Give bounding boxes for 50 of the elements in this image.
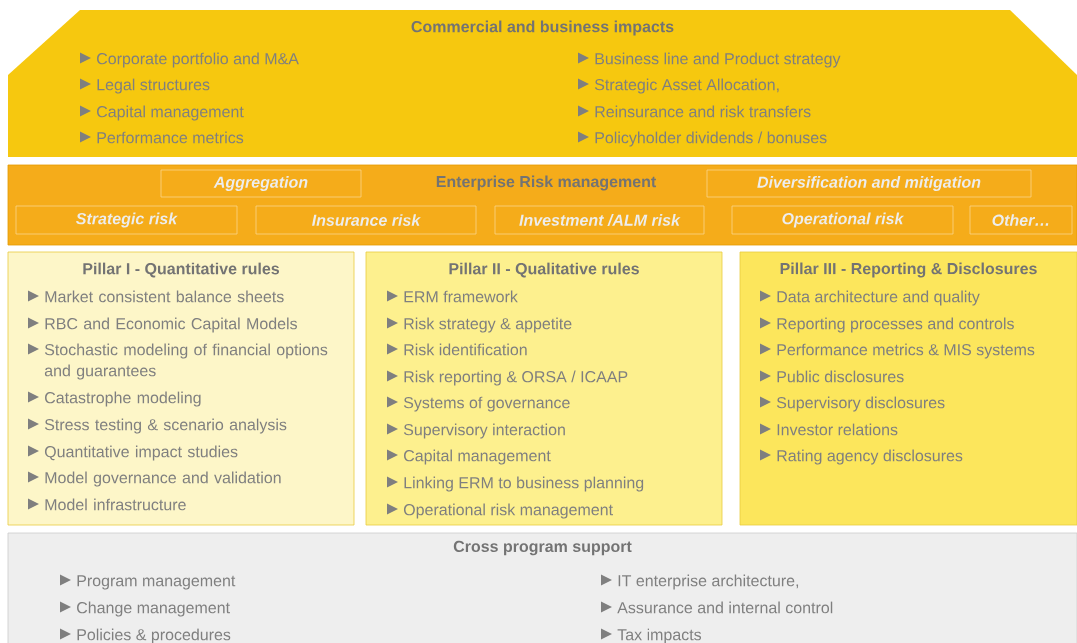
risk-category-box: Diversification and mitigation xyxy=(706,169,1032,198)
impact-banner: Commercial and business impacts Corporate portfolio and M&A Legal structures Capital management Performance metrics Business line and Product strategy Strategic Asset Allocation, Reinsurance and risk transfers Policyholder dividends / bonuses xyxy=(8,10,1077,157)
pillar-panel: Pillar I - Quantitative rules Market consistent balance sheets RBC and Economic Capital Models Stochastic modeling of financial options and guarantees Catastrophe modeling Stress testing & scenario analysis Quantitative impact studies Model governance and validation Model infrastructure xyxy=(7,251,355,526)
bullet-item: Legal structures xyxy=(80,78,210,94)
bullet-item: Public disclosures xyxy=(760,370,904,383)
bullet-item: Operational risk management xyxy=(387,503,613,519)
bullet-item: Performance metrics xyxy=(80,131,244,144)
bullet-item: Systems of governance xyxy=(387,396,570,412)
bullet-item: IT enterprise architecture, xyxy=(601,574,799,590)
bullet-item: ERM framework xyxy=(387,290,518,303)
bullet-item: Supervisory interaction xyxy=(387,423,565,439)
bullet-item: Quantitative impact studies xyxy=(28,445,238,461)
bullet-item: Reporting processes and controls xyxy=(760,317,1014,333)
pillar-panel: Pillar II - Qualitative rules ERM framework Risk strategy & appetite Risk identification Risk reporting & ORSA / ICAAP Systems of governance Supervisory interaction Capital management Linking ERM to business planning Operational risk management xyxy=(365,251,723,526)
bullet-item: Model infrastructure xyxy=(28,498,186,511)
bullet-item: Risk strategy & appetite xyxy=(387,317,572,333)
risk-category-box: Other… xyxy=(969,205,1073,235)
bullet-item: Market consistent balance sheets xyxy=(28,290,284,303)
bullet-item: Stress testing & scenario analysis xyxy=(28,418,287,434)
bullet-item: Risk reporting & ORSA / ICAAP xyxy=(387,370,628,386)
support-panel: Cross program support Program management Change management Policies & procedures IT enterprise architecture, Assurance and internal control Tax impacts xyxy=(7,532,1077,643)
bullet-item: Data architecture and quality xyxy=(760,290,980,306)
risk-category-box: Operational risk xyxy=(731,205,954,235)
pillar-panel: Pillar III - Reporting & Disclosures Data architecture and quality Reporting processes and controls Performance metrics & MIS systems Public disclosures Supervisory disclosures Investor relations Rating agency disclosures xyxy=(739,251,1077,526)
risk-category-box: Strategic risk xyxy=(15,205,238,235)
bullet-item: Capital management xyxy=(80,105,244,121)
bullet-item: Performance metrics & MIS systems xyxy=(760,343,1035,359)
bullet-item: Supervisory disclosures xyxy=(760,396,945,412)
bullet-item: Business line and Product strategy xyxy=(578,52,841,68)
bullet-item: Model governance and validation xyxy=(28,471,281,487)
risk-category-box: Investment /ALM risk xyxy=(494,205,705,235)
bullet-item: Linking ERM to business planning xyxy=(387,476,644,492)
bullet-item: Stochastic modeling of financial options and guarantees xyxy=(28,343,328,380)
bullet-item: Risk identification xyxy=(387,343,527,356)
bullet-item: Program management xyxy=(60,574,236,590)
risk-category-box: Aggregation xyxy=(160,169,362,198)
bullet-item: Investor relations xyxy=(760,423,898,436)
bullet-item: Policyholder dividends / bonuses xyxy=(578,131,827,147)
bullet-item: Strategic Asset Allocation, xyxy=(578,78,779,94)
bullet-item: Corporate portfolio and M&A xyxy=(80,52,299,68)
bullet-item: Reinsurance and risk transfers xyxy=(578,105,811,118)
risk-category-box: Insurance risk xyxy=(255,205,477,235)
bullet-item: Capital management xyxy=(387,449,551,465)
bullet-item: Policies & procedures xyxy=(60,628,231,643)
bullet-item: Change management xyxy=(60,601,230,617)
bullet-item: RBC and Economic Capital Models xyxy=(28,317,297,333)
bullet-item: Rating agency disclosures xyxy=(760,449,963,465)
bullet-item: Assurance and internal control xyxy=(601,601,833,614)
bullet-item: Catastrophe modeling xyxy=(28,391,201,407)
bullet-item: Tax impacts xyxy=(601,628,702,643)
